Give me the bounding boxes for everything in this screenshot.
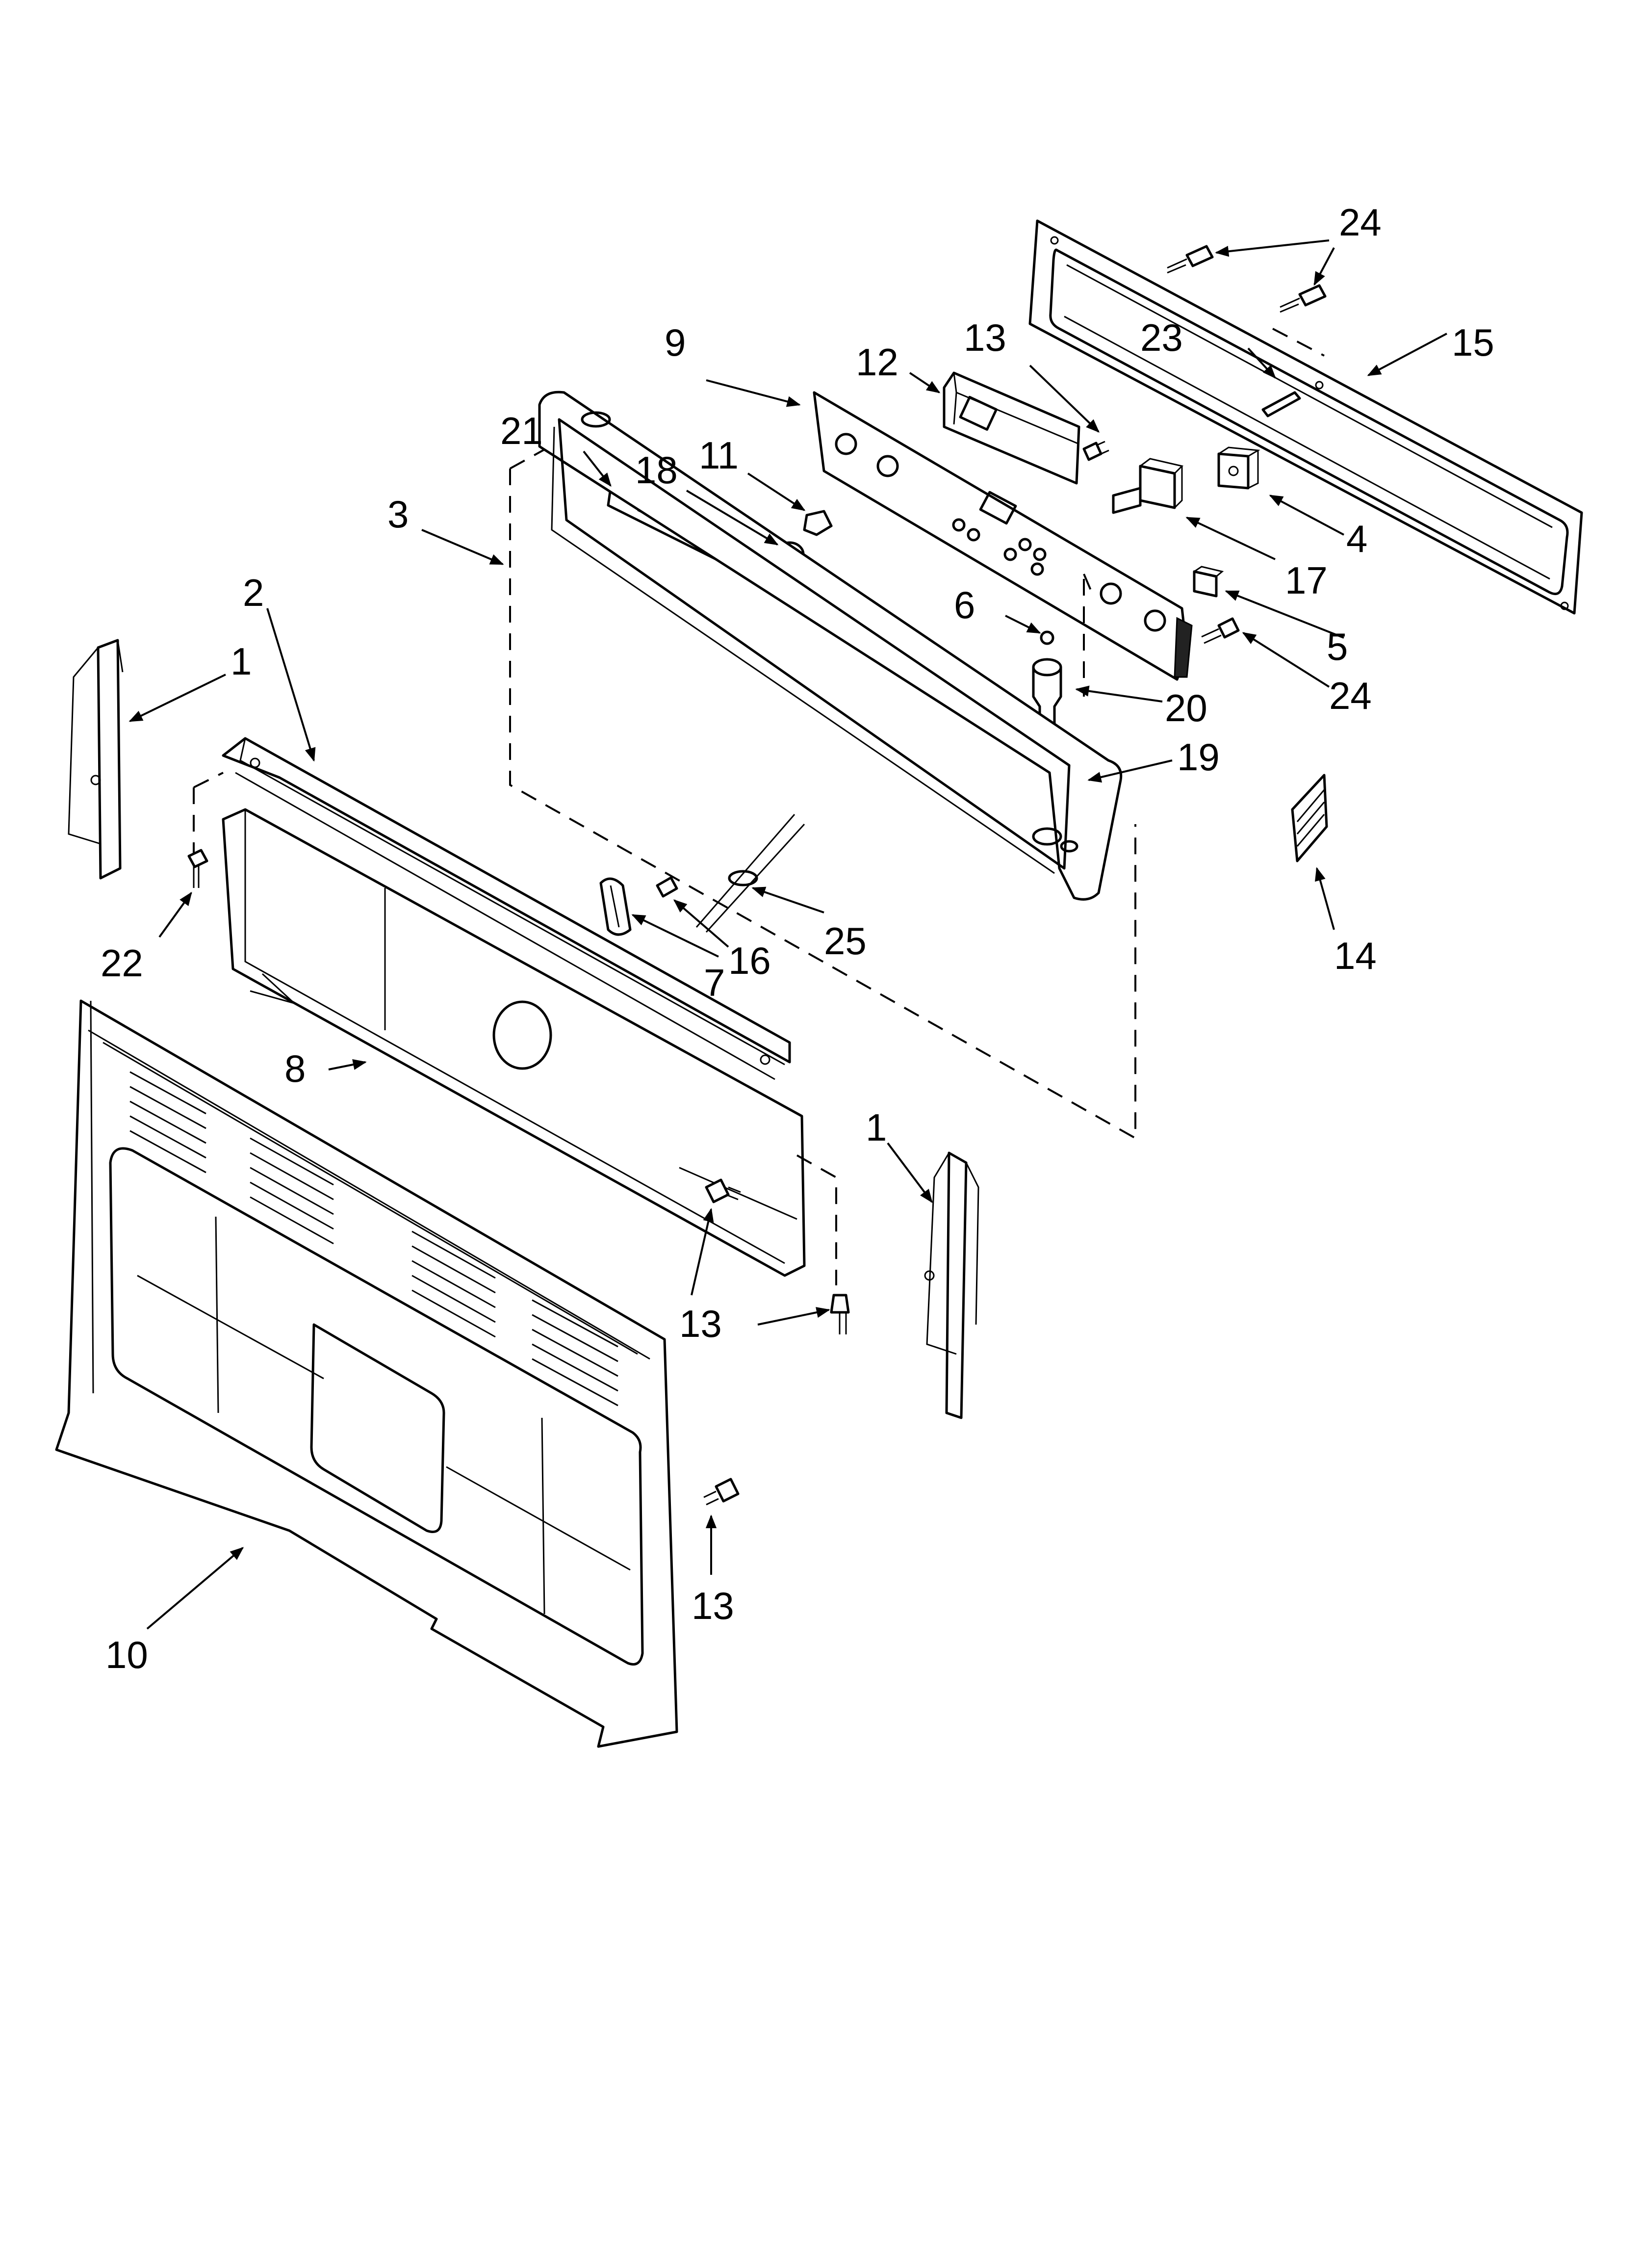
support-channel: [193, 737, 791, 1080]
callout-16: 16: [728, 939, 771, 982]
wire-clip: [1291, 774, 1328, 862]
channel-screw: [187, 849, 208, 888]
heat-shield-panel: [222, 808, 806, 1277]
callout-17: 17: [1285, 559, 1328, 602]
callout-5: 5: [1327, 625, 1348, 668]
callout-19: 19: [1177, 735, 1220, 779]
callout-13-top: 13: [964, 316, 1006, 359]
control-panel: [813, 391, 1193, 697]
callout-11: 11: [699, 434, 739, 477]
panel-screw: [1201, 617, 1240, 644]
callout-2: 2: [243, 571, 264, 614]
callout-13-bottom: 13: [692, 1584, 734, 1627]
rear-panel-screws: [703, 1154, 850, 1506]
rear-panel: [55, 999, 678, 1748]
callout-3: 3: [387, 493, 409, 536]
callout-7: 7: [704, 961, 725, 1004]
callout-4: 4: [1346, 517, 1367, 560]
board-screw: [1082, 441, 1109, 461]
frame-bracket: [1261, 328, 1325, 417]
callout-21: 21: [500, 409, 543, 452]
callout-10: 10: [105, 1633, 148, 1676]
knob-screw: [656, 876, 678, 898]
push-switch: [1112, 458, 1183, 514]
rear-trim-frame: [1028, 219, 1583, 615]
callout-23: 23: [1140, 316, 1183, 359]
side-bracket-left: [68, 639, 124, 880]
callout-15: 15: [1452, 321, 1494, 364]
small-screw: [1040, 630, 1054, 645]
callout-1-right: 1: [866, 1106, 887, 1149]
relay: [1193, 566, 1224, 598]
callout-24-top: 24: [1339, 201, 1382, 244]
callout-14: 14: [1334, 934, 1377, 977]
selector-switch: [1217, 446, 1260, 490]
callout-22: 22: [101, 941, 143, 985]
callout-13-mid: 13: [679, 1302, 722, 1345]
callout-18: 18: [635, 448, 678, 492]
side-bracket-right: [924, 1151, 979, 1419]
frame-screws-top: [1167, 245, 1327, 313]
control-board: [943, 371, 1080, 485]
callout-20: 20: [1165, 686, 1207, 730]
leader-lines: [128, 239, 1447, 1630]
callout-12: 12: [856, 340, 898, 384]
callout-24-mid: 24: [1329, 674, 1372, 717]
callout-labels: 24 23 15 9 12 13 21 18 11 3 4 17 2 6 5 1…: [101, 201, 1494, 1676]
callout-25: 25: [824, 919, 867, 963]
callout-9: 9: [665, 321, 686, 364]
callout-6: 6: [954, 583, 975, 626]
callout-8: 8: [284, 1047, 306, 1090]
control-knob: [599, 877, 632, 936]
callout-1-left: 1: [231, 640, 252, 683]
